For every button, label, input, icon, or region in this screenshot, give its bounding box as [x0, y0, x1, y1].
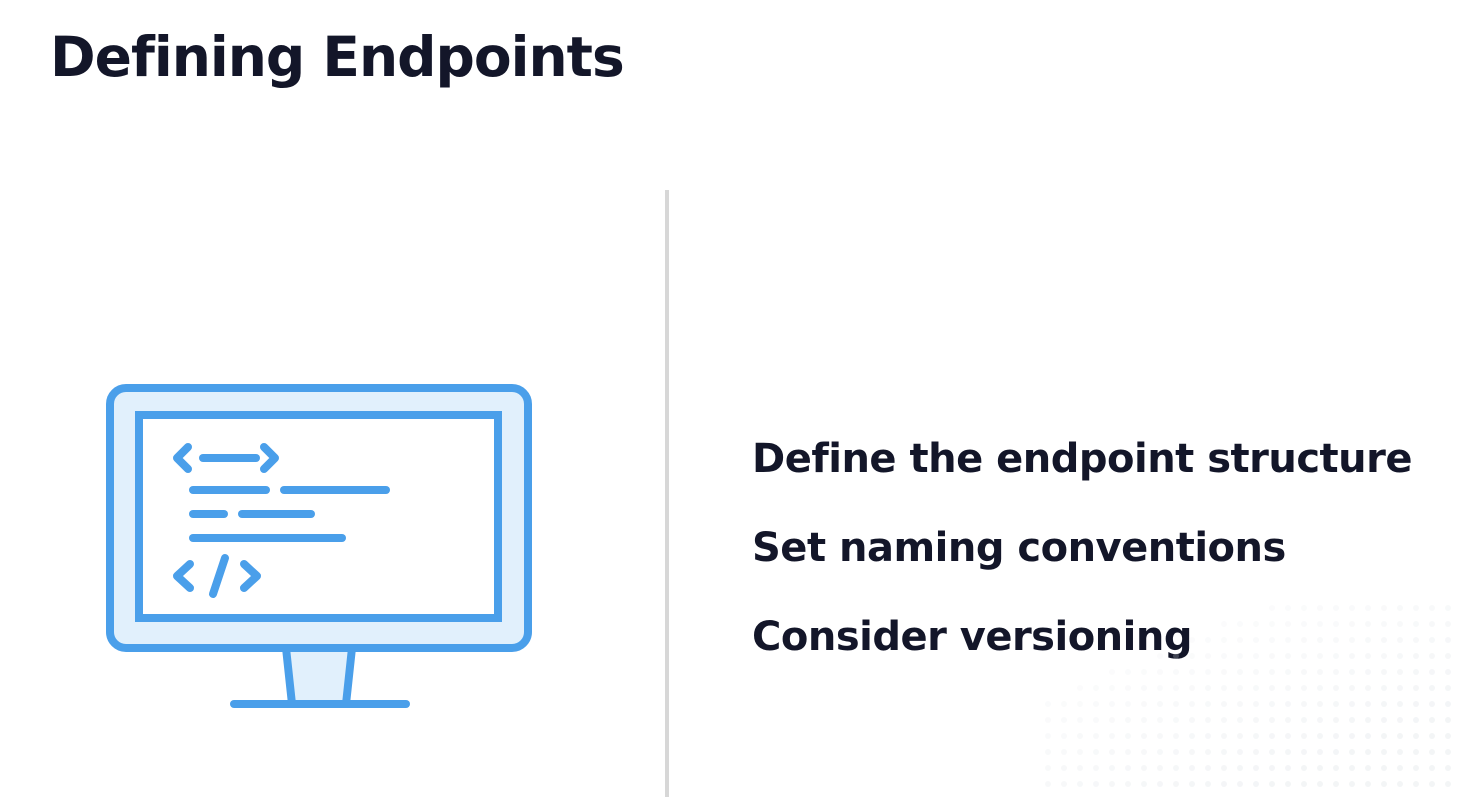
bullet-list: Define the endpoint structure Set naming… — [752, 430, 1413, 697]
slide-title: Defining Endpoints — [50, 25, 625, 89]
code-tag-icon — [173, 554, 261, 598]
double-arrow-icon — [173, 443, 279, 473]
decorative-dot-pattern — [1045, 605, 1451, 787]
bullet-item-versioning: Consider versioning — [752, 614, 1192, 660]
vertical-divider — [665, 190, 669, 797]
monitor-code-icon: --> — [106, 384, 532, 714]
monitor-stand — [282, 644, 356, 708]
bullet-item-naming-conventions: Set naming conventions — [752, 525, 1286, 571]
bullet-item-endpoint-structure: Define the endpoint structure — [752, 436, 1413, 482]
code-lines — [189, 486, 390, 542]
